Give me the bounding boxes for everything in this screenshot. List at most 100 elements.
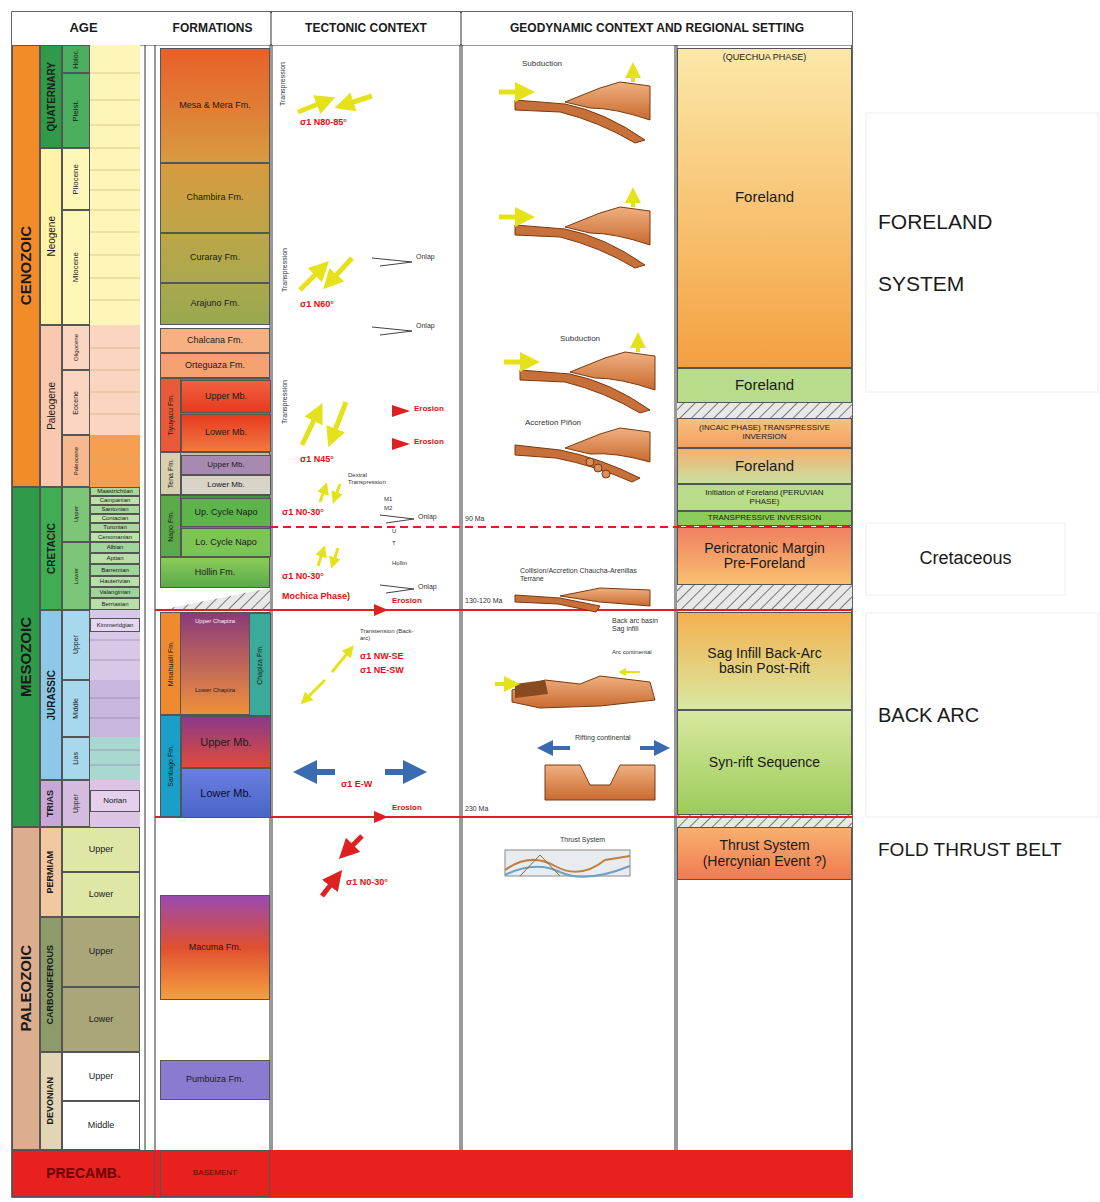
node-text: BASEMENT (193, 1169, 237, 1178)
node-text: Valanginian (100, 589, 131, 596)
formation-strip: Misahualli Fm. (161, 613, 181, 714)
member-box: Lower Mb. (181, 414, 271, 452)
era-cell: PRECAMB. (12, 1150, 155, 1197)
epoch-cell: Miocene (62, 210, 90, 325)
setting-band: Syn-rift Sequence (677, 710, 852, 815)
annotation-label: σ1 N0-30° (346, 878, 388, 888)
setting-band: (INCAIC PHASE) TRANSPRESSIVE INVERSION (677, 418, 852, 448)
setting-band: Pericratonic Margin Pre-Foreland (677, 527, 852, 585)
annotation-label: Collision/Accretion Chaucha-Arenillas Te… (520, 567, 640, 582)
epoch-cell: Upper (62, 610, 90, 680)
node-text: Miocene (72, 252, 81, 282)
node-text: FORELAND SYSTEM (878, 191, 1008, 315)
node-text: Syn-rift Sequence (709, 755, 820, 770)
period-cell: QUATERNARY (40, 45, 62, 148)
member-box: Upper Chapiza (181, 614, 249, 628)
side-label: BACK ARC (868, 615, 1096, 815)
side-label: Cretaceous (868, 525, 1063, 593)
member-box: Upper Mb. (181, 716, 271, 768)
member-box: Up. Cycle Napo (181, 498, 271, 527)
period-cell: JURASSIC (40, 610, 62, 780)
epoch-cell: Upper (62, 1052, 140, 1101)
annotation-label: U (392, 528, 396, 535)
node-text: Oligocene (73, 334, 80, 361)
node-text: Hollin Fm. (195, 568, 236, 578)
node-text: PRECAMB. (46, 1166, 121, 1181)
epoch-cell: Oligocene (62, 325, 90, 370)
node-text: Cenomanian (98, 534, 132, 541)
annotation-label: Onlap (416, 253, 435, 261)
member-box: Upper Mb. (181, 455, 271, 475)
node-text: Chambira Fm. (186, 193, 243, 203)
node-text: Lower Mb. (207, 481, 244, 490)
formation-box: Hollin Fm. (160, 557, 270, 588)
member-box: Upper Mb. (181, 380, 271, 413)
annotation-label: σ1 N0-30° (282, 508, 324, 518)
annotation-label: Hollin (392, 560, 407, 567)
header-cell: AGE (12, 12, 155, 45)
node-text: Lower Chapiza (195, 687, 235, 694)
annotation-label: Erosion (414, 405, 444, 414)
annotation-label: Subduction (560, 335, 600, 344)
header-cell: TECTONIC CONTEXT (272, 12, 460, 45)
node-text: TRANSPRESSIVE INVERSION (708, 514, 821, 523)
node-text: Thrust System (Hercynian Event ?) (685, 838, 845, 869)
node-text: CENOZOIC (18, 226, 35, 305)
node-text: Upper (72, 635, 80, 654)
node-text: DEVONIAN (46, 1077, 56, 1125)
annotation-label: Transpression (281, 248, 289, 292)
node-text: CARBONIFEROUS (46, 945, 56, 1025)
node-text: Neogene (46, 216, 57, 257)
node-text: Upper (89, 845, 114, 855)
setting-band: TRANSPRESSIVE INVERSION (677, 511, 852, 526)
stage-cell: Aptian (90, 553, 140, 564)
stage-cell: Valanginian (90, 587, 140, 598)
stage-cell: Kimmeridgian (90, 618, 140, 632)
node-text: Foreland (735, 189, 794, 206)
setting-band: Foreland (677, 368, 852, 403)
node-text: Paleogene (46, 382, 57, 430)
epoch-cell: Upper (62, 780, 90, 827)
node-text: PERMIAM (46, 851, 56, 894)
node-text: Lower Mb. (200, 787, 251, 799)
node-text: FOLD THRUST BELT (878, 840, 1062, 861)
annotation-label: 230 Ma (465, 805, 488, 813)
node-text: AGE (69, 21, 97, 35)
header-cell: FORMATIONS (155, 12, 270, 45)
annotation-label: σ1 NE-SW (360, 666, 404, 676)
formation-box: Napo Fm.Up. Cycle NapoLo. Cycle Napo (160, 495, 270, 557)
member-box: Lower Mb. (181, 768, 271, 818)
epoch-cell: Middle (62, 1101, 140, 1150)
node-text: Tiyuyacu Fm. (167, 394, 175, 436)
annotation-label: Onlap (418, 513, 437, 521)
node-text: Lo. Cycle Napo (195, 538, 257, 548)
formation-box: Curaray Fm. (160, 233, 270, 283)
epoch-cell: Middle (62, 680, 90, 737)
formation-box: Macuma Fm. (160, 895, 270, 1000)
epoch-cell: Pliocene (62, 148, 90, 210)
stage-cell: Norian (90, 790, 140, 812)
node-text: Berriasian (101, 601, 128, 608)
period-cell: Neogene (40, 148, 62, 325)
stage-cell: Coniacian (90, 514, 140, 523)
annotation-label: σ1 N45° (300, 455, 334, 465)
epoch-cell: Lias (62, 737, 90, 780)
period-cell: PERMIAM (40, 827, 62, 917)
formation-strip: Tena Fm. (161, 453, 181, 494)
node-text: Chalcana Fm. (187, 336, 243, 346)
stage-cell: Barremian (90, 564, 140, 576)
node-text: Lias (72, 752, 80, 765)
epoch-cell: Upper (62, 487, 90, 542)
annotation-label: σ1 E-W (341, 780, 372, 790)
node-text: Campanian (100, 497, 131, 504)
node-text: BACK ARC (878, 704, 979, 726)
annotation-label: Arc continental (612, 649, 652, 656)
formation-box: Tiyuyacu Fm. Upper Mb.Lower Mb. (160, 378, 270, 452)
annotation-label: σ1 N60° (300, 300, 334, 310)
annotation-label: M2 (384, 505, 392, 512)
period-cell: CARBONIFEROUS (40, 917, 62, 1052)
formation-box: Santiago Fm.Upper Mb.Lower Mb. (160, 715, 270, 817)
formation-box: Orteguaza Fm. (160, 353, 270, 378)
annotation-label: Transtension (Back-arc) (360, 628, 420, 641)
epoch-cell: Upper (62, 917, 140, 987)
